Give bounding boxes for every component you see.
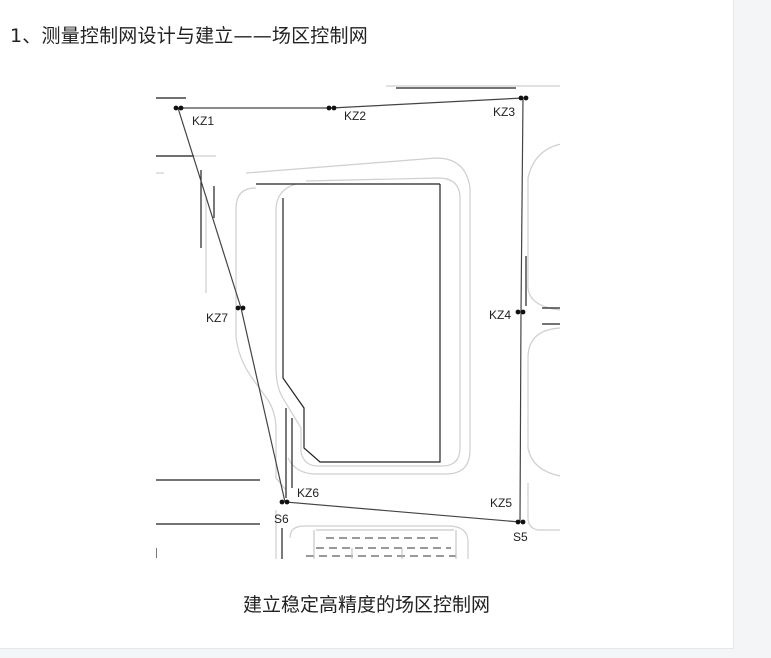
- marker-kz3: [518, 95, 529, 101]
- marker-s5: [515, 519, 526, 525]
- label-kz7: KZ7: [206, 311, 228, 325]
- label-kz4: KZ4: [489, 308, 511, 322]
- marker-s6: [279, 499, 290, 505]
- marker-kz7: [235, 305, 246, 311]
- marker-kz4: [515, 309, 526, 315]
- bottom-structure: [313, 529, 457, 559]
- label-s5: S5: [513, 530, 528, 544]
- label-kz1: KZ1: [192, 114, 214, 128]
- marker-kz1: [173, 105, 184, 111]
- building-lines: [156, 87, 560, 559]
- traverse-network: [177, 97, 524, 523]
- section-heading: 1、测量控制网设计与建立——场区控制网: [10, 25, 368, 47]
- label-s6: S6: [274, 512, 289, 526]
- control-point-markers: [173, 95, 529, 525]
- dashed-structure: [306, 537, 456, 557]
- label-kz2: KZ2: [344, 109, 366, 123]
- control-network-svg: KZ1 KZ2 KZ3 KZ4 KZ5 KZ6 KZ7 S5 S6: [156, 85, 560, 559]
- road-lines: [156, 85, 560, 559]
- marker-kz2: [326, 105, 337, 111]
- control-network-diagram: KZ1 KZ2 KZ3 KZ4 KZ5 KZ6 KZ7 S5 S6: [156, 78, 560, 559]
- content-card: 1、测量控制网设计与建立——场区控制网: [0, 0, 734, 649]
- label-kz3: KZ3: [493, 105, 515, 119]
- label-kz5: KZ5: [490, 496, 512, 510]
- label-kz6: KZ6: [297, 486, 319, 500]
- figure-caption: 建立稳定高精度的场区控制网: [242, 594, 490, 616]
